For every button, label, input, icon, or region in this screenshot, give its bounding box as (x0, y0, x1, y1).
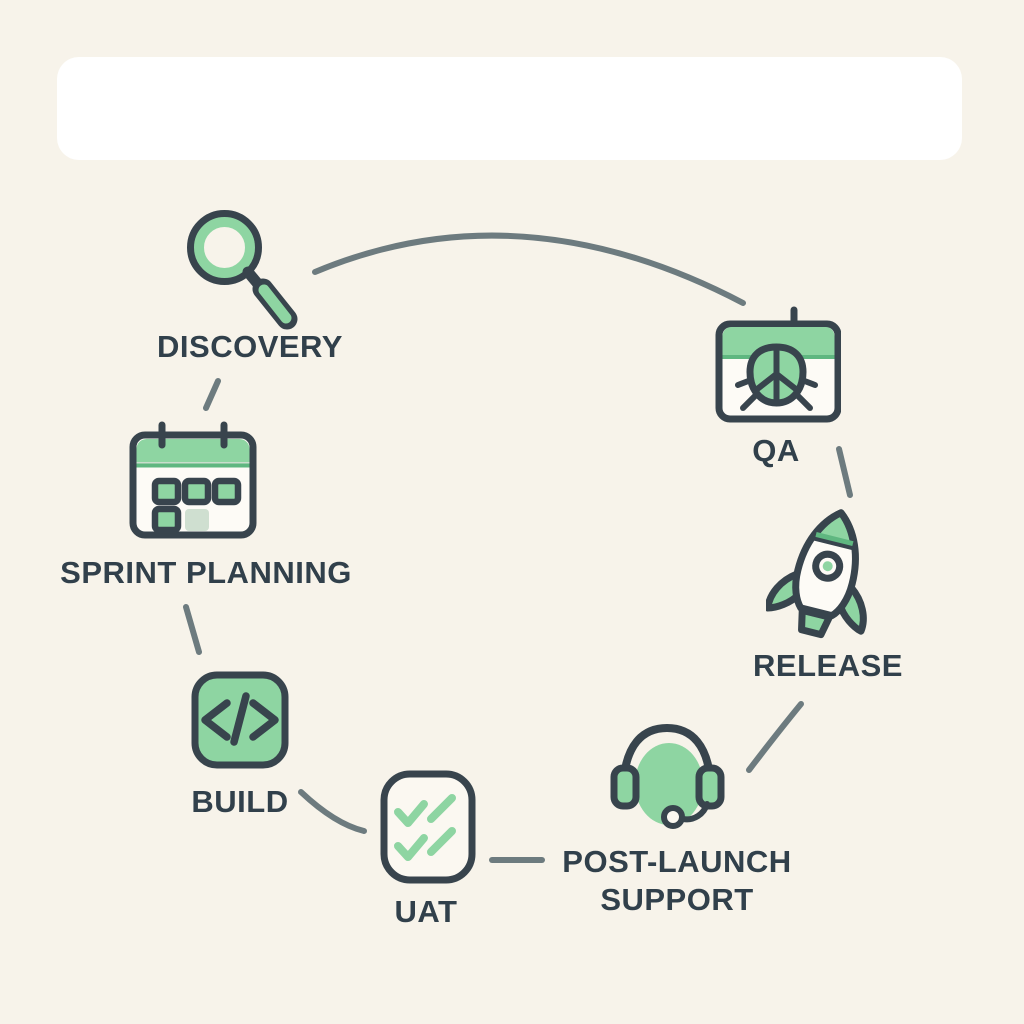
headset-icon (610, 724, 725, 829)
connector-sprint-build (183, 604, 202, 655)
node-label-uat: UAT (394, 894, 458, 929)
calendar-icon (129, 421, 257, 539)
bug-window-icon (715, 306, 841, 423)
node-label-release: RELEASE (753, 648, 903, 683)
node-label-qa: QA (752, 433, 800, 468)
connector-discovery-qa (312, 232, 746, 306)
connector-release-qa (836, 446, 853, 498)
connector-support-release (746, 701, 804, 773)
node-label-sprint-planning: SPRINT PLANNING (60, 555, 352, 590)
node-label-discovery: DISCOVERY (157, 329, 343, 364)
rocket-icon (766, 509, 867, 639)
magnifier-icon (187, 210, 298, 330)
title-banner (57, 57, 962, 160)
node-label-build: BUILD (191, 784, 289, 819)
connector-discovery-sprint (203, 378, 221, 411)
checklist-icon (380, 770, 476, 884)
code-icon (191, 671, 289, 769)
node-label-post-launch-support: POST-LAUNCH SUPPORT (562, 844, 792, 917)
